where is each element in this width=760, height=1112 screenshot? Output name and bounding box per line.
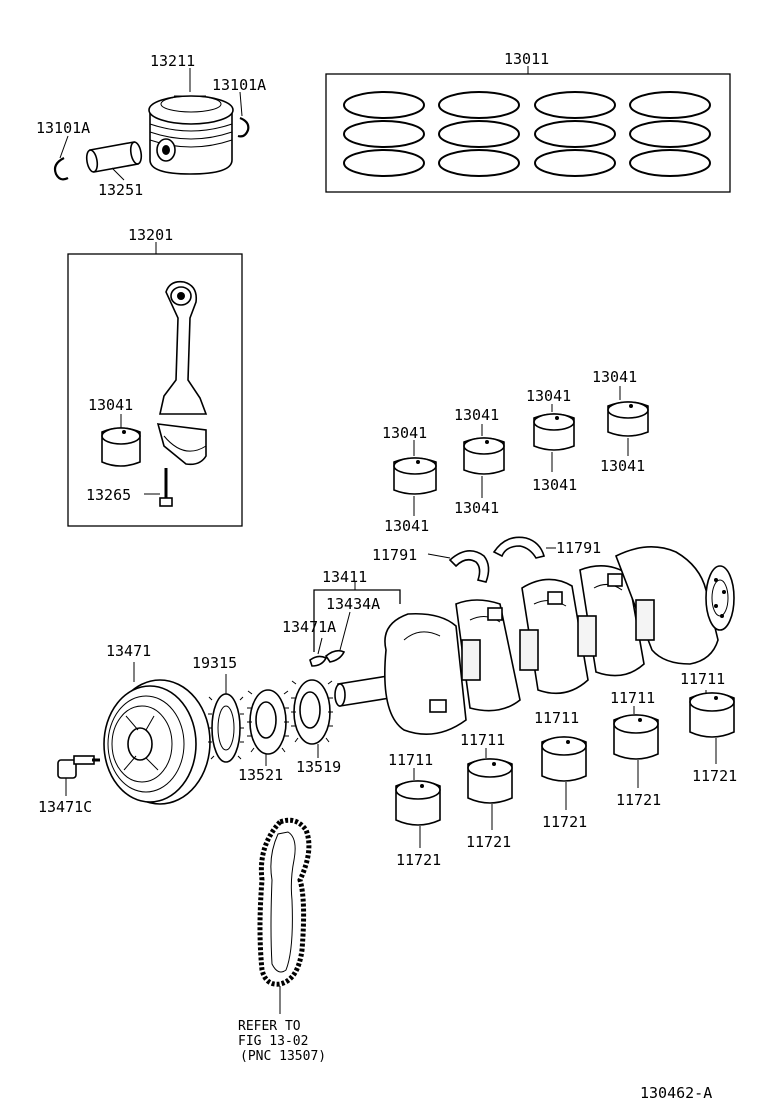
connecting-rod-part[interactable] — [156, 280, 208, 466]
rod-bearings-group — [393, 386, 649, 516]
main-bearings-group — [395, 690, 735, 848]
label-bearing-c-bottom: 13041 — [532, 476, 577, 494]
label-main-bearing-3-bottom: 11721 — [542, 813, 587, 831]
crank-pulley-part[interactable] — [103, 679, 211, 805]
rod-bearing-b-part[interactable] — [463, 437, 505, 475]
label-main-bearing-1-bottom: 11721 — [396, 851, 441, 869]
main-bearing-2-part[interactable] — [467, 758, 513, 804]
label-key-a: 13434A — [326, 595, 380, 613]
label-snap-ring-left: 13101A — [36, 119, 90, 137]
label-bearing-b-bottom: 13041 — [454, 499, 499, 517]
label-pulley-bolt: 13471C — [38, 798, 92, 816]
label-rod-bearing-in-box: 13041 — [88, 396, 133, 414]
label-connecting-rod: 13201 — [128, 226, 173, 244]
label-crank-gear-a: 13521 — [238, 766, 283, 784]
label-bearing-d-bottom: 13041 — [600, 457, 645, 475]
label-snap-ring-right: 13101A — [212, 76, 266, 94]
label-main-bearing-2-bottom: 11721 — [466, 833, 511, 851]
piston-pin-part[interactable] — [85, 141, 143, 173]
figure-id: 130462-A — [640, 1084, 712, 1102]
label-bearing-c-top: 13041 — [526, 387, 571, 405]
main-bearing-5-part[interactable] — [689, 692, 735, 738]
key-group — [309, 582, 401, 667]
timing-chain-part[interactable] — [257, 817, 312, 987]
rod-bearing-a-part[interactable] — [393, 457, 437, 495]
label-rod-bolt: 13265 — [86, 486, 131, 504]
key-a-part[interactable] — [324, 649, 346, 663]
chain-note-line2: FIG 13-02 — [238, 1034, 308, 1049]
timing-sprocket-part[interactable] — [208, 693, 244, 763]
label-main-bearing-5-top: 11711 — [680, 670, 725, 688]
rod-bolt-part[interactable] — [159, 468, 173, 507]
label-crank-pulley: 13471 — [106, 642, 151, 660]
label-thrust-washer-right: 11791 — [556, 539, 601, 557]
label-main-bearing-1-top: 11711 — [388, 751, 433, 769]
label-bearing-d-top: 13041 — [592, 368, 637, 386]
rod-bearing-d-part[interactable] — [607, 401, 649, 437]
label-main-bearing-4-top: 11711 — [610, 689, 655, 707]
label-bearing-b-top: 13041 — [454, 406, 499, 424]
piston-group — [53, 68, 250, 181]
crank-gear-b-part[interactable] — [291, 679, 333, 745]
main-bearing-3-part[interactable] — [541, 736, 587, 782]
piston-part[interactable] — [148, 95, 234, 175]
label-main-bearing-5-bottom: 11721 — [692, 767, 737, 785]
pulley-bolt-part[interactable] — [57, 755, 100, 779]
label-piston-pin: 13251 — [98, 181, 143, 199]
connecting-rod-group — [67, 242, 243, 527]
label-main-bearing-4-bottom: 11721 — [616, 791, 661, 809]
key-b-part[interactable] — [309, 655, 328, 667]
label-main-bearing-3-top: 11711 — [534, 709, 579, 727]
label-key-b: 13471A — [282, 618, 336, 636]
crank-gear-a-part[interactable] — [247, 689, 289, 755]
label-bearing-a-top: 13041 — [382, 424, 427, 442]
rod-bearing-c-part[interactable] — [533, 413, 575, 451]
thrust-washer-left-part[interactable] — [448, 550, 490, 583]
snap-ring-right-part[interactable] — [237, 116, 250, 138]
snap-ring-left-part[interactable] — [53, 157, 69, 181]
chain-note-line3: (PNC 13507) — [240, 1049, 326, 1064]
thrust-washer-right-part[interactable] — [492, 536, 545, 559]
label-key-group: 13411 — [322, 568, 367, 586]
label-crank-gear-b: 13519 — [296, 758, 341, 776]
thrust-washers-group — [427, 536, 556, 583]
label-ring-set: 13011 — [504, 50, 549, 68]
crankshaft-part[interactable] — [334, 546, 735, 736]
ring-set-group — [325, 66, 731, 193]
rod-bearing-part[interactable] — [101, 427, 141, 467]
label-bearing-a-bottom: 13041 — [384, 517, 429, 535]
labels-layer: 13211 13101A 13101A 13251 13011 13201 13… — [36, 50, 737, 1102]
ring-set-parts[interactable] — [343, 91, 711, 177]
label-timing-sprocket: 19315 — [192, 654, 237, 672]
main-bearing-4-part[interactable] — [613, 714, 659, 760]
label-thrust-washer-left: 11791 — [372, 546, 417, 564]
chain-note-line1: REFER TO — [238, 1019, 301, 1034]
label-piston: 13211 — [150, 52, 195, 70]
label-main-bearing-2-top: 11711 — [460, 731, 505, 749]
main-bearing-1-part[interactable] — [395, 780, 441, 826]
